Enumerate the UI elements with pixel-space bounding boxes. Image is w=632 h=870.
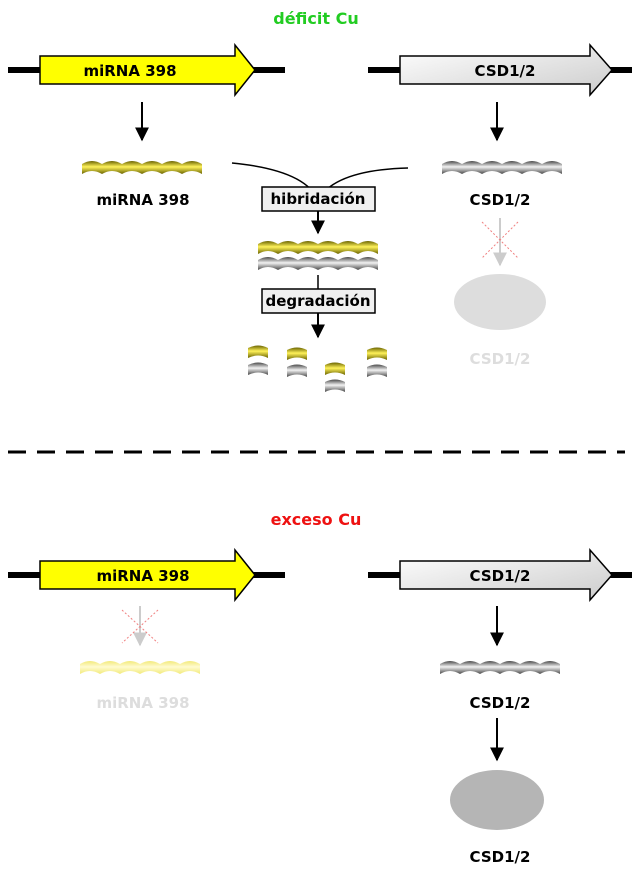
mirna398-gene-exceso: miRNA 398 <box>8 550 285 600</box>
csd12-gene-exceso: CSD1/2 <box>368 550 632 600</box>
mirna398-strand <box>82 161 202 174</box>
csd12-gene-label: CSD1/2 <box>475 62 536 80</box>
mirna398-rna-label: miRNA 398 <box>96 191 189 209</box>
csd12-mrna-strand <box>442 161 562 174</box>
blocked-translation-arrow <box>482 218 518 265</box>
mirna-mrna-duplex <box>258 241 378 270</box>
csd12-protein-absent-label: CSD1/2 <box>470 350 531 368</box>
csd12-mrna-strand-exceso <box>440 661 560 674</box>
mirna398-gene-label-exceso: miRNA 398 <box>96 567 189 585</box>
csd12-protein-label: CSD1/2 <box>470 848 531 866</box>
degraded-fragments <box>248 346 387 393</box>
csd12-protein-absent <box>454 274 546 330</box>
csd12-gene-deficit: CSD1/2 <box>368 45 632 95</box>
degradation-label: degradación <box>265 292 370 310</box>
hybridization-label: hibridación <box>271 190 366 208</box>
blocked-transcription-arrow <box>122 606 158 645</box>
csd12-gene-label-exceso: CSD1/2 <box>470 567 531 585</box>
mirna398-absent-label: miRNA 398 <box>96 694 189 712</box>
csd12-mrna-label-exceso: CSD1/2 <box>470 694 531 712</box>
csd12-protein <box>450 770 544 830</box>
deficit-title: déficit Cu <box>273 9 358 28</box>
mirna398-strand-absent <box>80 661 200 674</box>
exceso-title: exceso Cu <box>271 510 362 529</box>
mirna398-gene-label: miRNA 398 <box>83 62 176 80</box>
mirna398-gene-deficit: miRNA 398 <box>8 45 285 95</box>
csd12-mrna-label: CSD1/2 <box>470 191 531 209</box>
